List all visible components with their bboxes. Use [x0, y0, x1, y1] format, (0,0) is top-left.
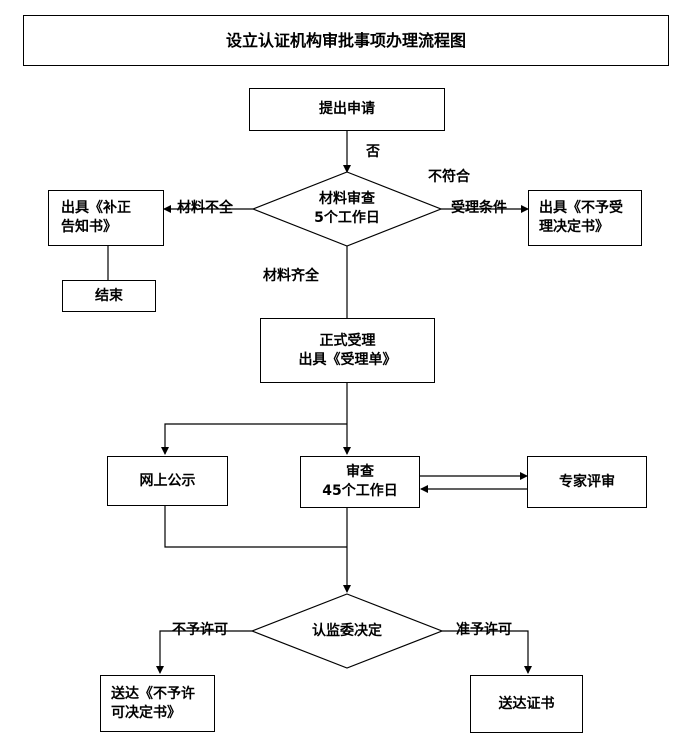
audit-label-1: 审查 — [345, 464, 374, 480]
audit-label-2: 45个工作日 — [322, 483, 398, 499]
deny-label-2: 可决定书》 — [111, 704, 181, 721]
reject-decision-node: 出具《不予受 理决定书》 — [528, 190, 642, 246]
apply-label: 提出申请 — [319, 101, 375, 117]
online-publicity-node: 网上公示 — [107, 456, 228, 506]
decision-node-text: 认监委决定 — [287, 622, 407, 641]
edge-label-grant: 准予许可 — [456, 622, 512, 638]
edge-publicity-merge — [164, 505, 347, 548]
deny-label-1: 送达《不予许 — [111, 685, 195, 702]
formal-accept-node: 正式受理 出具《受理单》 — [260, 318, 435, 383]
reject-label-2: 理决定书》 — [539, 219, 609, 235]
page-title-box: 设立认证机构审批事项办理流程图 — [23, 15, 669, 66]
edge-label-deny: 不予许可 — [172, 622, 228, 638]
apply-node: 提出申请 — [249, 88, 445, 131]
supplement-label-1: 出具《补正 — [61, 200, 131, 216]
deliver-certificate-node: 送达证书 — [470, 675, 583, 733]
decision-label: 认监委决定 — [312, 623, 382, 639]
end-node: 结束 — [62, 280, 156, 312]
review-label-1: 材料审查 — [319, 191, 375, 207]
supplement-notice-node: 出具《补正 告知书》 — [48, 190, 164, 246]
review-diamond — [251, 171, 443, 247]
edge-label-no: 否 — [366, 144, 380, 160]
edge-accept-to-publicity — [161, 423, 347, 455]
review-label-2: 5个工作日 — [314, 210, 380, 226]
expert-review-node: 专家评审 — [527, 456, 647, 508]
supplement-label-2: 告知书》 — [61, 219, 117, 235]
reject-label-1: 出具《不予受 — [539, 200, 623, 216]
page-title: 设立认证机构审批事项办理流程图 — [225, 31, 466, 50]
edge-label-incomplete: 材料不全 — [177, 200, 233, 216]
edge-label-noncompliant-1: 不符合 — [428, 169, 470, 185]
expert-label: 专家评审 — [559, 473, 615, 490]
accept-label-2: 出具《受理单》 — [298, 351, 397, 368]
edge-decision-to-deny — [156, 630, 252, 674]
audit-node: 审查 45个工作日 — [300, 456, 420, 508]
accept-label-1: 正式受理 — [319, 332, 376, 349]
review-node-text: 材料审查 5个工作日 — [287, 190, 407, 228]
edge-label-noncompliant-2: 受理条件 — [451, 200, 507, 216]
end-label: 结束 — [95, 287, 123, 304]
decision-diamond — [250, 593, 444, 669]
edge-label-complete: 材料齐全 — [263, 268, 319, 284]
edge-decision-to-certificate — [442, 630, 532, 674]
publicity-label: 网上公示 — [139, 472, 196, 489]
certificate-label: 送达证书 — [498, 695, 555, 712]
deny-decision-node: 送达《不予许 可决定书》 — [100, 675, 215, 732]
